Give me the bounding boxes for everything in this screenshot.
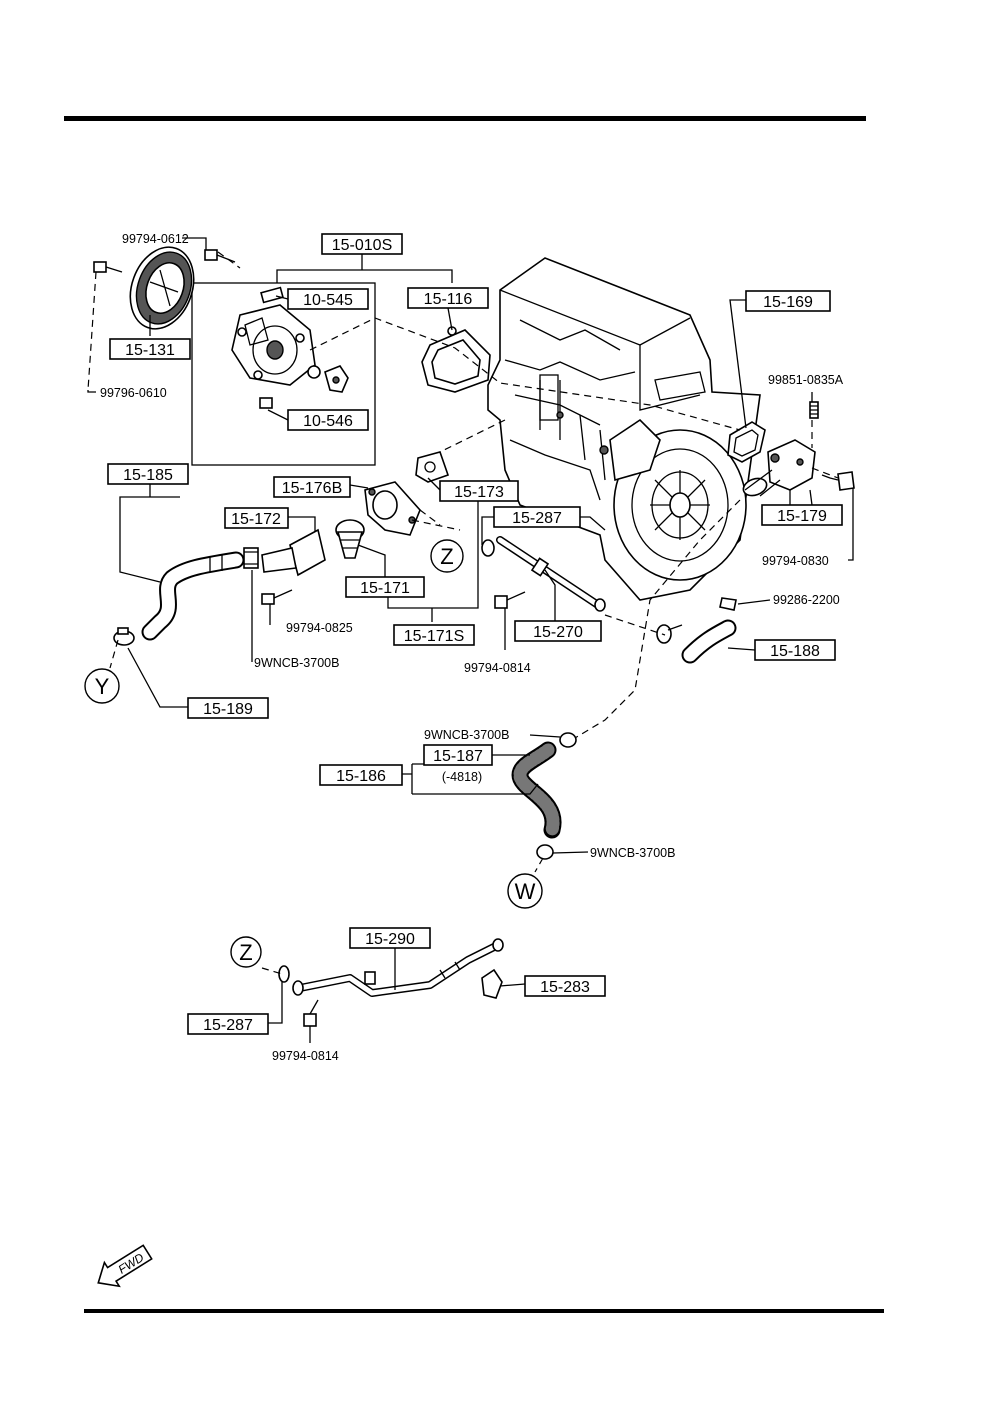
label-99286-2200: 99286-2200 bbox=[773, 593, 840, 607]
top-rule bbox=[64, 116, 866, 121]
pulley-15-131 bbox=[129, 246, 195, 330]
clip-99286 bbox=[719, 597, 737, 611]
callout-w: W bbox=[507, 873, 543, 909]
gasket-15-173 bbox=[415, 451, 450, 483]
label-15-176B: 15-176B bbox=[282, 480, 343, 497]
label-15-270: 15-270 bbox=[533, 624, 583, 641]
clamp-15-189 bbox=[113, 627, 135, 646]
label-99794-0814-upper: 99794-0814 bbox=[464, 661, 531, 675]
callout-z-upper: Z bbox=[430, 539, 464, 573]
thermostat-15-171 bbox=[335, 519, 365, 559]
hose-15-188 bbox=[656, 619, 737, 664]
gasket-15-169 bbox=[727, 421, 766, 463]
housing-15-179 bbox=[742, 439, 855, 497]
label-99794-0825: 99794-0825 bbox=[286, 621, 353, 635]
label-10-546: 10-546 bbox=[303, 413, 353, 430]
svg-text:Z: Z bbox=[440, 544, 453, 569]
label-99794-0830: 99794-0830 bbox=[762, 554, 829, 568]
label-15-185: 15-185 bbox=[123, 467, 173, 484]
clamp-9wncb-a bbox=[243, 547, 259, 569]
label-15-179: 15-179 bbox=[777, 508, 827, 525]
label-9wncb-3700b-a: 9WNCB-3700B bbox=[254, 656, 339, 670]
label-15-172: 15-172 bbox=[231, 511, 281, 528]
label-15-171S: 15-171S bbox=[404, 628, 465, 645]
clip-15-283 bbox=[481, 968, 503, 999]
label-99796-0610: 99796-0610 bbox=[100, 386, 167, 400]
sender-99851 bbox=[809, 401, 819, 419]
label-99794-0612: 99794-0612 bbox=[122, 232, 189, 246]
label-99851-0835A: 99851-0835A bbox=[768, 373, 844, 387]
hose-15-185 bbox=[141, 551, 245, 641]
engine-block bbox=[487, 257, 761, 601]
pipe-15-270 bbox=[496, 536, 606, 612]
label-15-189: 15-189 bbox=[203, 701, 253, 718]
label-15-188: 15-188 bbox=[770, 643, 820, 660]
label-9wncb-3700b-b: 9WNCB-3700B bbox=[424, 728, 509, 742]
label-15-287-upper: 15-287 bbox=[512, 510, 562, 527]
label-15-283: 15-283 bbox=[540, 979, 590, 996]
leader-lines bbox=[87, 237, 854, 1043]
label-15-169: 15-169 bbox=[763, 294, 813, 311]
callout-z-lower: Z bbox=[230, 936, 262, 968]
label-9wncb-3700b-c: 9WNCB-3700B bbox=[590, 846, 675, 860]
svg-text:W: W bbox=[515, 879, 536, 904]
label-15-010S: 15-010S bbox=[332, 237, 393, 254]
bolt-99794-0612 bbox=[204, 249, 236, 263]
hose-15-187 bbox=[511, 732, 577, 860]
label-15-186: 15-186 bbox=[336, 768, 386, 785]
bottom-rule bbox=[84, 1309, 884, 1313]
pipe-15-290 bbox=[292, 938, 504, 997]
label-15-131: 15-131 bbox=[125, 342, 175, 359]
label-99794-0814-lower: 99794-0814 bbox=[272, 1049, 339, 1063]
label-15-116: 15-116 bbox=[424, 291, 473, 308]
gasket-15-116 bbox=[421, 326, 491, 393]
svg-text:Z: Z bbox=[239, 940, 252, 965]
part-label-boxes bbox=[107, 233, 843, 1035]
part-numbers: 99794-0612 15-010S 10-545 15-116 15-169 … bbox=[100, 232, 844, 1063]
label-4818: (-4818) bbox=[442, 770, 482, 784]
oring-15-287-a bbox=[481, 539, 495, 557]
svg-text:Y: Y bbox=[95, 674, 110, 699]
water-pump-group bbox=[191, 252, 453, 466]
callout-y: Y bbox=[84, 668, 120, 704]
label-15-187: 15-187 bbox=[433, 748, 483, 765]
label-15-171: 15-171 bbox=[360, 580, 410, 597]
bolt-99796-0610 bbox=[93, 261, 123, 273]
label-15-173: 15-173 bbox=[454, 484, 504, 501]
label-10-545: 10-545 bbox=[303, 292, 353, 309]
label-15-287-lower: 15-287 bbox=[203, 1017, 253, 1034]
flange-15-172 bbox=[261, 528, 326, 577]
fwd-arrow-icon: FWD bbox=[97, 1244, 153, 1288]
label-15-290: 15-290 bbox=[365, 931, 415, 948]
bolt-99794-0814-a bbox=[494, 591, 526, 609]
oring-15-287-b bbox=[278, 965, 290, 983]
bolt-99794-0825 bbox=[261, 589, 293, 605]
cover-15-176B bbox=[364, 481, 421, 536]
bolt-99794-0814-b bbox=[303, 999, 319, 1027]
dashed-leaders bbox=[87, 251, 839, 975]
